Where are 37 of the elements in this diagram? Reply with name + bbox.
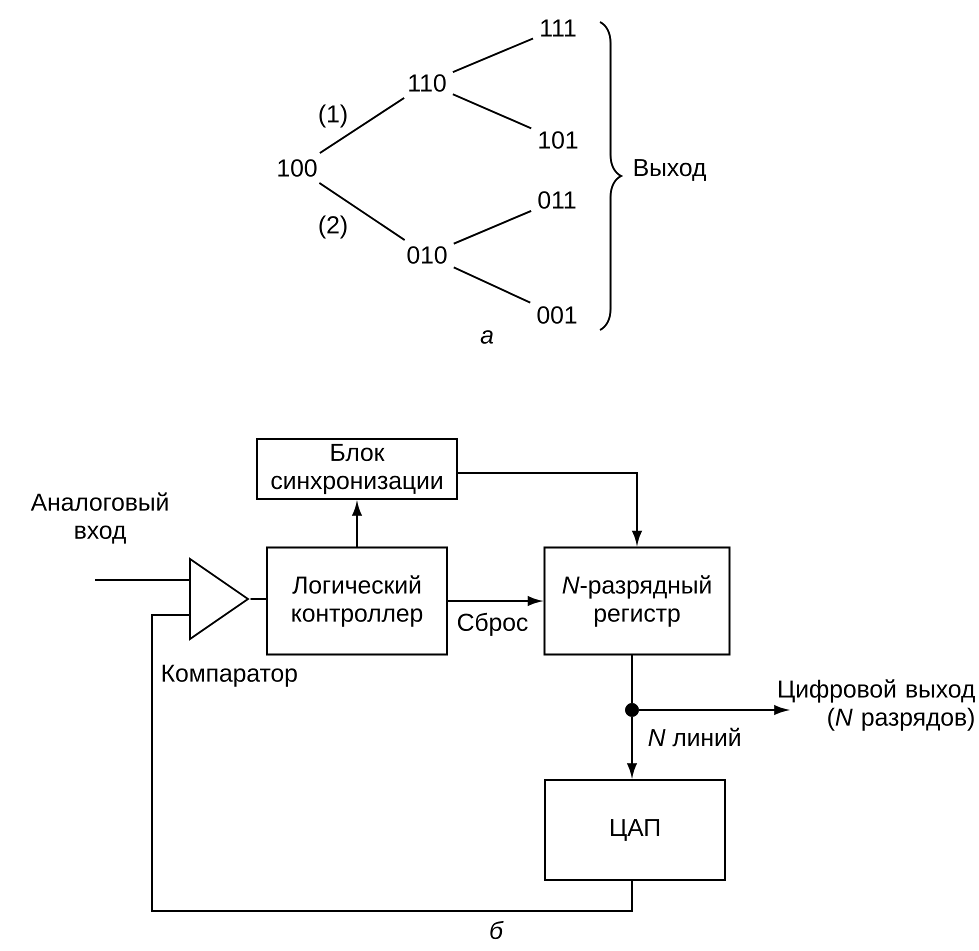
connector-line	[631, 655, 633, 704]
code-label: 111	[541, 20, 576, 36]
connector-line	[250, 598, 266, 600]
process-box: Логический контроллер	[266, 546, 448, 656]
code-label: 110	[409, 74, 446, 92]
arrow	[638, 705, 787, 715]
connector-line	[453, 266, 531, 304]
edge-label: Аналоговый вход	[18, 490, 182, 546]
arrow	[448, 596, 540, 606]
arrow	[352, 503, 362, 547]
code-label: 100	[278, 159, 317, 177]
edge-label: (2)	[316, 214, 350, 240]
process-box: Блок синхронизации	[256, 438, 458, 500]
output-label: Выход	[634, 159, 706, 181]
process-box: N-разрядный регистр	[544, 546, 730, 656]
process-box: ЦАП	[544, 779, 726, 881]
arrow	[627, 716, 637, 776]
edge-label: Сброс	[454, 610, 530, 638]
connector-line	[452, 93, 532, 130]
connector-line	[95, 579, 190, 581]
connector-line	[453, 210, 532, 245]
connector-line	[452, 38, 534, 74]
code-label: 010	[407, 246, 447, 264]
connector-line	[318, 182, 406, 241]
component-label: Компаратор	[162, 664, 297, 687]
connector-line	[319, 97, 405, 154]
edge-label: Цифровой выход (N разрядов)	[779, 679, 975, 731]
code-label: 011	[538, 191, 576, 209]
edge-label: (1)	[316, 102, 350, 130]
edge-label: N линий	[646, 726, 744, 748]
arrow	[458, 472, 642, 544]
junction-dot	[625, 703, 639, 717]
code-label: 001	[537, 306, 576, 324]
subfigure-label: а	[480, 330, 493, 344]
code-label: 101	[539, 131, 578, 149]
connector-line	[151, 614, 633, 912]
subfigure-label: б	[490, 920, 504, 940]
